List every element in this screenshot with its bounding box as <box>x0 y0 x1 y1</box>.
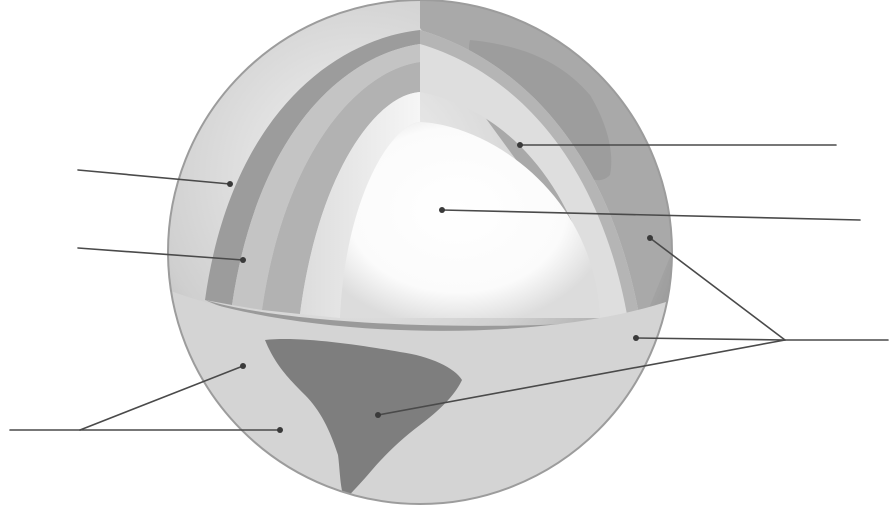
leader-tip-left-upper <box>240 363 246 369</box>
leader-tip-mantle <box>240 257 246 263</box>
leader-line-right-middle <box>636 338 785 340</box>
leader-tip-right-lower <box>375 412 381 418</box>
leader-tip-left-lower <box>277 427 283 433</box>
leader-tip-crust <box>227 181 233 187</box>
leader-tip-right-upper <box>647 235 653 241</box>
leader-tip-outer-core <box>517 142 523 148</box>
leader-tip-right-middle <box>633 335 639 341</box>
leader-tip-inner-core <box>439 207 445 213</box>
